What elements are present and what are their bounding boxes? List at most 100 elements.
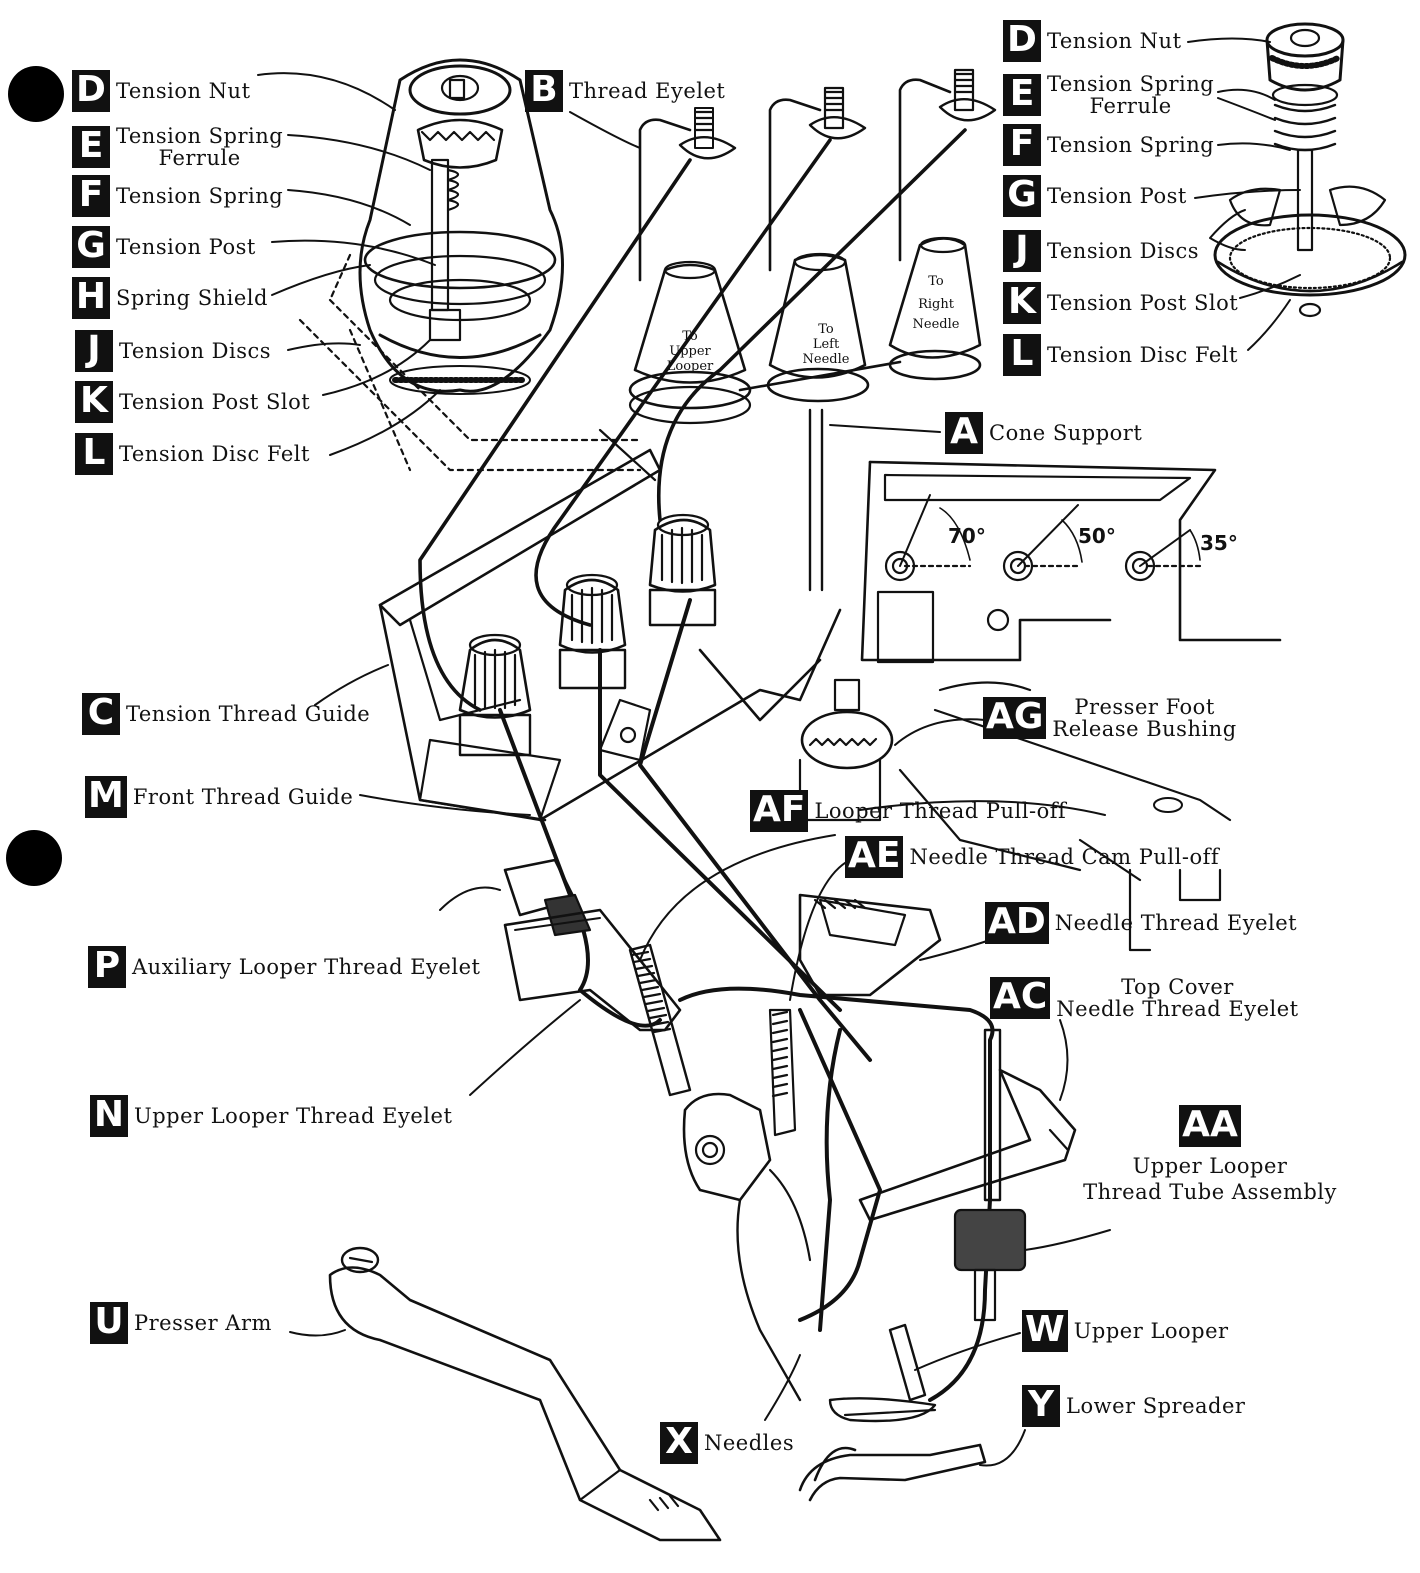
cone-labels: To Upper Looper To Left Needle To Right …	[667, 274, 960, 374]
callout-letter: AF	[750, 790, 809, 832]
callout-text: Presser Arm	[134, 1311, 272, 1335]
callout-text-line2: Ferrule	[1089, 94, 1172, 118]
callout-text: Tension Disc Felt	[119, 442, 310, 466]
cone-upper-looper-line3: Looper	[667, 359, 714, 374]
label-F-right: F Tension Spring	[1003, 124, 1214, 166]
cone-upper-looper-line1: To	[682, 329, 698, 344]
label-AA: AA Upper Looper Thread Tube Assembly	[1075, 1105, 1345, 1204]
label-W: W Upper Looper	[1022, 1310, 1229, 1352]
label-D-right: D Tension Nut	[1003, 20, 1182, 62]
left-tension-assembly	[298, 58, 642, 472]
cone-left-needle-line3: Needle	[803, 352, 850, 367]
callout-text-line2: Thread Tube Assembly	[1083, 1180, 1337, 1204]
label-A: A Cone Support	[945, 412, 1142, 454]
label-H-left: H Spring Shield	[72, 277, 268, 319]
callout-text: Tension Nut	[1047, 29, 1182, 53]
callout-text: Needle Thread Eyelet	[1054, 911, 1298, 935]
callout-text: Tension Post Slot	[119, 390, 311, 414]
callout-text: Front Thread Guide	[132, 785, 354, 809]
label-K-right: K Tension Post Slot	[1003, 282, 1238, 324]
label-L-right: L Tension Disc Felt	[1003, 334, 1238, 376]
callout-letter: E	[1003, 74, 1041, 116]
cone-left-needle-line2: Left	[813, 337, 840, 352]
callout-text: Tension Disc Felt	[1047, 343, 1238, 367]
angle-70: 70°	[948, 524, 986, 548]
label-AD: AD Needle Thread Eyelet	[985, 902, 1297, 944]
callout-text-line2: Ferrule	[158, 146, 241, 170]
cone-right-needle-line3: Needle	[913, 317, 960, 332]
angle-35: 35°	[1200, 531, 1238, 555]
cone-upper-looper-line2: Upper	[669, 344, 711, 359]
callout-letter: U	[90, 1302, 128, 1344]
callout-letter: F	[1003, 124, 1041, 166]
callout-letter: AE	[845, 836, 904, 878]
callout-text-line2: Release Bushing	[1052, 717, 1237, 741]
label-K-left: K Tension Post Slot	[75, 381, 310, 423]
callout-letter: AG	[983, 697, 1047, 739]
label-AF: AF Looper Thread Pull-off	[750, 790, 1066, 832]
callout-text-line1: Upper Looper	[1132, 1154, 1288, 1178]
callout-letter: D	[72, 70, 110, 112]
callout-letter: W	[1022, 1310, 1068, 1352]
looper-tube-assembly	[328, 1028, 1077, 1542]
callout-text: Lower Spreader	[1066, 1394, 1246, 1418]
cone-left-needle-line1: To	[818, 322, 834, 337]
callout-letter: L	[1003, 334, 1041, 376]
callout-text-line2: Needle Thread Eyelet	[1056, 997, 1299, 1021]
callout-text: Needles	[704, 1431, 795, 1455]
label-X: X Needles	[660, 1422, 794, 1464]
callout-text-line1: Top Cover	[1121, 975, 1234, 999]
label-AE: AE Needle Thread Cam Pull-off	[845, 836, 1219, 878]
label-P: P Auxiliary Looper Thread Eyelet	[88, 946, 480, 988]
callout-text: Tension Spring	[1047, 133, 1215, 157]
callout-letter: AD	[985, 902, 1049, 944]
label-B: B Thread Eyelet	[525, 70, 725, 112]
margin-bullet-top	[8, 66, 64, 122]
label-AC: AC Top Cover Needle Thread Eyelet	[990, 976, 1299, 1020]
callout-text: Spring Shield	[116, 286, 268, 310]
angle-detail-panel: 70° 50° 35°	[860, 460, 1282, 664]
margin-bullet-middle	[6, 830, 62, 886]
tension-thread-guide-plate	[378, 428, 842, 822]
callout-letter: J	[75, 330, 113, 372]
label-J-right: J Tension Discs	[1003, 230, 1199, 272]
callout-text-line1: Presser Foot	[1074, 695, 1215, 719]
pull-off-assembly	[768, 678, 1232, 1137]
callout-text: Tension Discs	[1047, 239, 1200, 263]
callout-text: Cone Support	[989, 421, 1143, 445]
callout-letter: G	[1003, 175, 1041, 217]
callout-letter: X	[660, 1422, 698, 1464]
callout-text-line1: Tension Spring	[1047, 72, 1215, 96]
right-tension-assembly	[1213, 22, 1407, 318]
callout-text: Tension Post Slot	[1047, 291, 1239, 315]
cone-right-needle-line1: To	[928, 274, 944, 289]
label-U: U Presser Arm	[90, 1302, 272, 1344]
label-C: C Tension Thread Guide	[82, 693, 370, 735]
thread-stand	[418, 68, 997, 712]
callout-letter: K	[75, 381, 113, 423]
callout-text: Tension Post	[116, 235, 256, 259]
callout-letter: E	[72, 126, 110, 168]
callout-letter: N	[90, 1095, 128, 1137]
callout-letter: C	[82, 693, 120, 735]
callout-text: Needle Thread Cam Pull-off	[909, 845, 1220, 869]
callout-letter: D	[1003, 20, 1041, 62]
leader-lines	[257, 37, 1301, 1467]
callout-letter: AC	[990, 977, 1051, 1019]
callout-letter: G	[72, 226, 110, 268]
angle-50: 50°	[1078, 524, 1116, 548]
callout-letter: AA	[1179, 1105, 1241, 1147]
callout-letter: M	[85, 776, 127, 818]
callout-text: Tension Spring	[116, 184, 284, 208]
callout-letter: H	[72, 277, 110, 319]
label-J-left: J Tension Discs	[75, 330, 271, 372]
label-Y: Y Lower Spreader	[1022, 1385, 1245, 1427]
label-M: M Front Thread Guide	[85, 776, 353, 818]
callout-text: Auxiliary Looper Thread Eyelet	[132, 955, 481, 979]
callout-letter: L	[75, 433, 113, 475]
callout-text: Tension Nut	[116, 79, 251, 103]
callout-letter: K	[1003, 282, 1041, 324]
label-E-left: E Tension Spring Ferrule	[72, 125, 283, 169]
callout-letter: F	[72, 175, 110, 217]
